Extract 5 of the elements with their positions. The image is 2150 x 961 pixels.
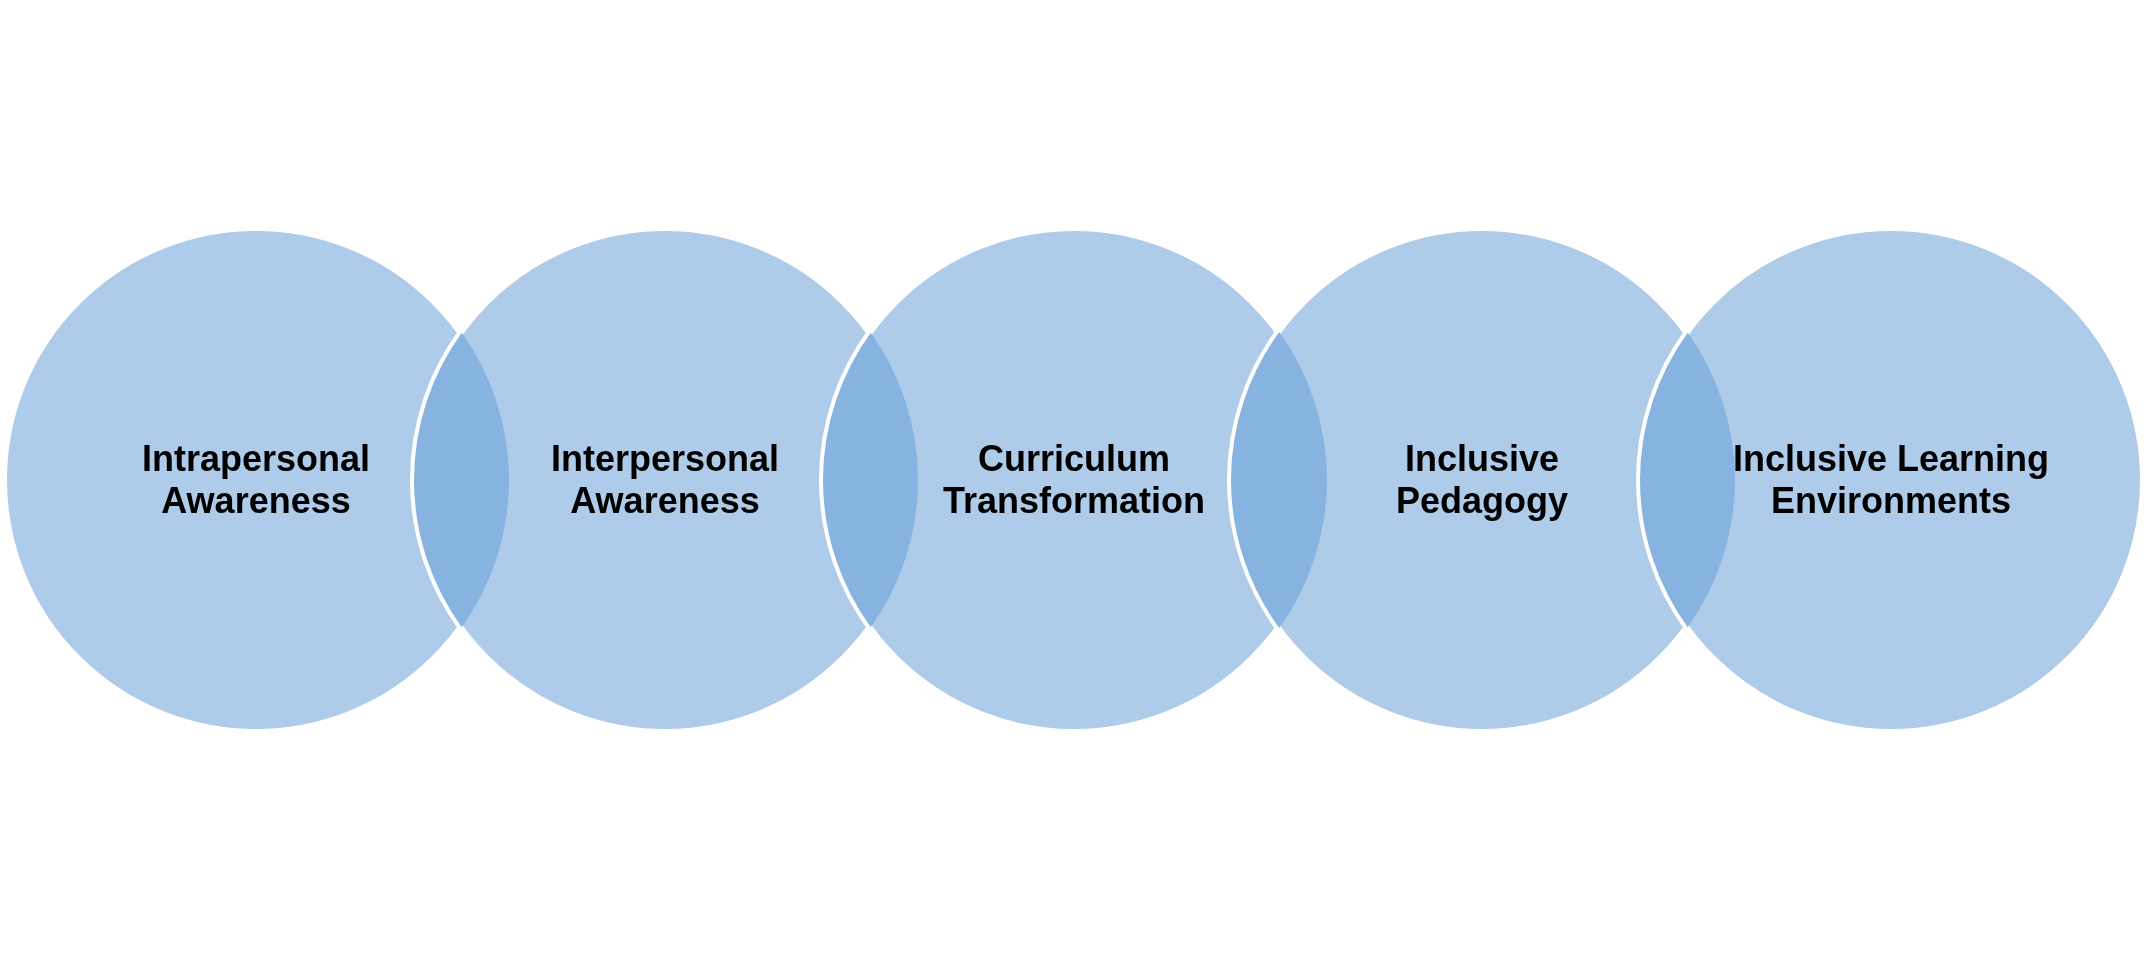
circle-label: Interpersonal Awareness (549, 438, 781, 522)
circle-label: Curriculum Transformation (941, 438, 1206, 522)
circle-label: Inclusive Learning Environments (1731, 438, 2051, 522)
circle-label: Intrapersonal Awareness (140, 438, 372, 522)
circle-label: Inclusive Pedagogy (1394, 438, 1569, 522)
